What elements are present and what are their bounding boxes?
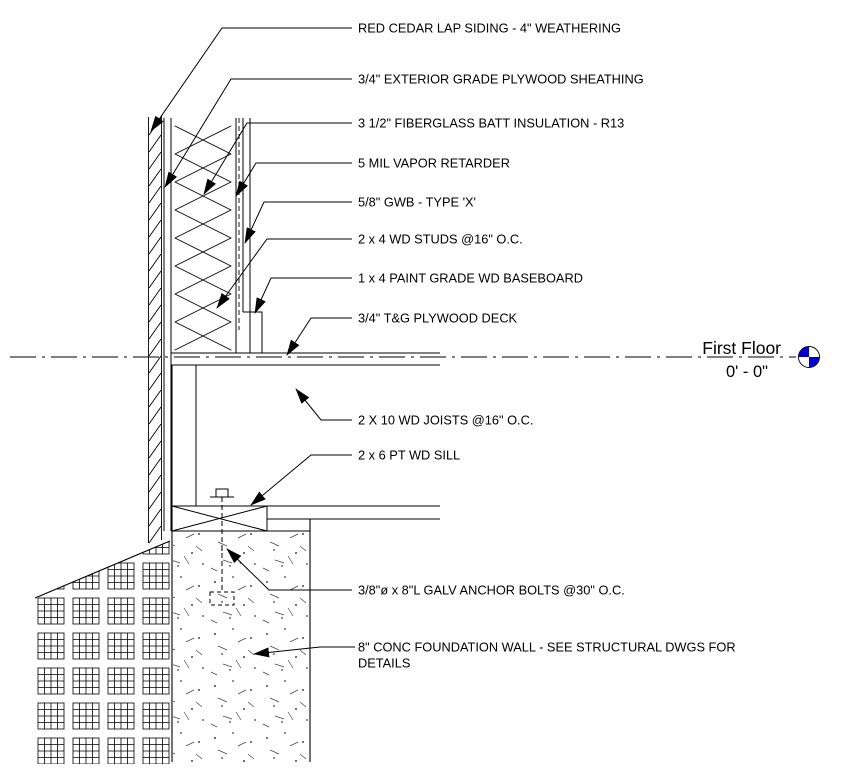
leader-foundation [253,646,355,658]
callout-label-vapor-retarder: 5 MIL VAPOR RETARDER [358,156,510,171]
callout-label-sill: 2 x 6 PT WD SILL [358,448,460,463]
leader-joists [295,388,352,421]
callout-label-studs: 2 x 4 WD STUDS @16" O.C. [358,232,523,247]
level-marker-icon [798,346,820,368]
callout-label-baseboard: 1 x 4 PAINT GRADE WD BASEBOARD [358,271,583,286]
level-name: First Floor [702,338,781,358]
callout-labels: RED CEDAR LAP SIDING - 4" WEATHERING 3/4… [358,21,736,671]
leader-studs [216,238,352,309]
earth-hatch [35,541,170,764]
siding-hatch [148,117,162,544]
foundation-wall [171,506,311,762]
baseboard [249,311,263,354]
callout-label-deck: 3/4" T&G PLYWOOD DECK [358,311,518,326]
concrete-hatch [173,532,309,762]
leader-gwb [244,201,352,244]
leader-sill [250,454,352,506]
bolt-hook [209,591,235,606]
callout-label-gwb: 5/8" GWB - TYPE 'X' [358,195,476,210]
callout-label-joists: 2 X 10 WD JOISTS @16" O.C. [358,413,533,428]
leader-anchor-bolts [226,548,352,591]
callout-label-siding: RED CEDAR LAP SIDING - 4" WEATHERING [358,21,621,36]
insulation-batt [174,125,232,351]
leader-siding [150,27,352,132]
sill-plate [171,505,440,532]
callout-label-insulation: 3 1/2" FIBERGLASS BATT INSULATION - R13 [358,116,624,131]
callout-label-foundation-2: DETAILS [358,656,410,671]
leader-vapor-retarder [235,162,352,197]
siding-layer [148,115,162,544]
floor-deck [171,352,440,366]
leader-baseboard [254,277,352,314]
anchor-bolt [209,488,235,606]
sheathing-layer [163,118,172,531]
rim-joist [171,365,197,506]
gwb-layer [242,118,251,313]
callout-label-anchor-bolts: 3/8"ø x 8"L GALV ANCHOR BOLTS @30" O.C. [358,583,625,598]
callout-leaders [150,27,355,658]
leader-sheathing [164,78,352,188]
leader-insulation [203,122,352,195]
grade-line [34,540,171,599]
leader-deck [286,317,352,356]
level-elevation: 0' - 0" [726,363,768,381]
callout-label-foundation-1: 8" CONC FOUNDATION WALL - SEE STRUCTURAL… [358,640,736,655]
earth-grade [34,540,171,764]
callout-label-sheathing: 3/4" EXTERIOR GRADE PLYWOOD SHEATHING [358,72,644,87]
bolt-nut [215,488,229,498]
level-annotation: First Floor 0' - 0" [702,338,820,381]
